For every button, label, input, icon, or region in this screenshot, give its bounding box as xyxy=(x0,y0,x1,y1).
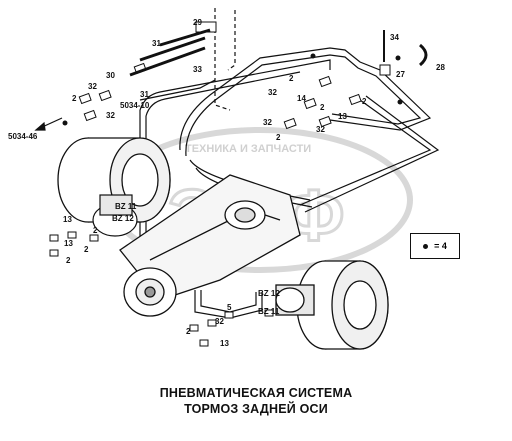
watermark-text: ТЕХНИКА И ЗАПЧАСТИ xyxy=(185,143,311,155)
ref-2: 2 xyxy=(72,94,77,103)
ref-32: 32 xyxy=(263,118,272,127)
ref-2: 2 xyxy=(362,97,367,106)
ref-32: 32 xyxy=(215,317,224,326)
ref-32: 32 xyxy=(88,82,97,91)
ref-13: 13 xyxy=(220,339,229,348)
arrow-5034-46 xyxy=(34,117,63,131)
ref-5: 5 xyxy=(227,303,232,312)
ref-32: 32 xyxy=(106,111,115,120)
caption-line-1: ПНЕВМАТИЧЕСКАЯ СИСТЕМА xyxy=(159,386,353,400)
ref-2: 2 xyxy=(320,103,325,112)
ref-30: 30 xyxy=(106,71,115,80)
ref-33: 33 xyxy=(193,65,202,74)
marker-dots xyxy=(62,53,403,126)
ref-2: 2 xyxy=(186,327,191,336)
center-hub xyxy=(123,267,177,317)
ref-2: 2 xyxy=(66,256,71,265)
ref-13: 13 xyxy=(338,112,347,121)
legend-text: = 4 xyxy=(434,241,447,251)
ref-14: 14 xyxy=(297,94,306,103)
ref-2: 2 xyxy=(84,245,89,254)
caption-line-2: ТОРМОЗ ЗАДНЕЙ ОСИ xyxy=(184,402,328,416)
reference-labels: 29 31 33 30 31 5034-10 32 2 32 5034-46 3… xyxy=(8,18,445,348)
ref-bz-12: BZ 12 xyxy=(258,289,280,298)
legend-box: = 4 xyxy=(410,233,460,259)
ref-5034-10: 5034-10 xyxy=(120,101,150,110)
ref-29: 29 xyxy=(193,18,202,27)
ref-bz-11: BZ 11 xyxy=(115,202,137,211)
ref-13: 13 xyxy=(64,239,73,248)
ref-13: 13 xyxy=(63,215,72,224)
ref-bz-11: BZ 11 xyxy=(258,307,280,316)
ref-32: 32 xyxy=(268,88,277,97)
ref-5034-46: 5034-46 xyxy=(8,132,38,141)
right-brake-drum xyxy=(275,260,389,350)
dot-icon xyxy=(423,243,429,249)
ref-34: 34 xyxy=(390,33,399,42)
fittings xyxy=(49,21,428,347)
ref-31: 31 xyxy=(140,90,149,99)
ref-28: 28 xyxy=(436,63,445,72)
ref-2: 2 xyxy=(93,226,98,235)
ref-bz-12: BZ 12 xyxy=(112,214,134,223)
left-brake-chamber xyxy=(92,194,138,237)
ref-31: 31 xyxy=(152,39,161,48)
ref-27: 27 xyxy=(396,70,405,79)
ref-2: 2 xyxy=(289,74,294,83)
ref-32: 32 xyxy=(316,125,325,134)
ref-2: 2 xyxy=(276,133,281,142)
